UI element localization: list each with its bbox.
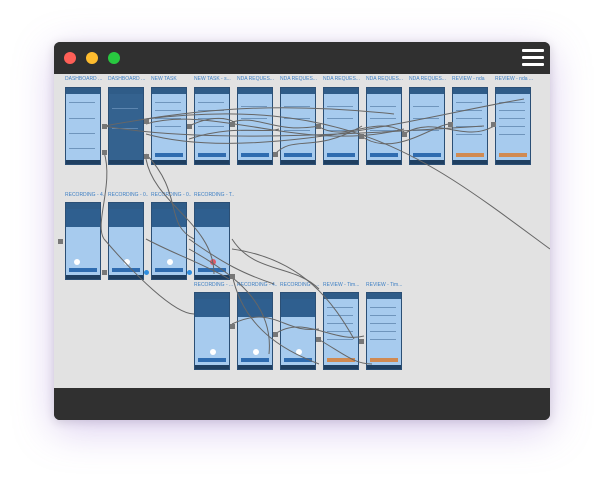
wire — [103, 125, 485, 137]
screen-review-time-1[interactable] — [323, 292, 359, 370]
screen-recording-2[interactable] — [108, 202, 144, 280]
screen-recording-5[interactable] — [194, 292, 230, 370]
connector-node[interactable] — [230, 122, 235, 127]
connector-node[interactable] — [144, 119, 149, 124]
wire — [145, 153, 195, 240]
screen-label: REVIEW - Tim... — [366, 282, 403, 288]
connector-node[interactable] — [102, 124, 107, 129]
wire — [103, 107, 395, 127]
wire — [317, 338, 373, 365]
screen-recording-1[interactable] — [65, 202, 101, 280]
screen-label: RECORDING - 4... — [237, 282, 277, 288]
wire — [231, 273, 320, 365]
connector-node[interactable] — [273, 152, 278, 157]
screen-label: NDA REQUES... — [237, 76, 274, 82]
screen-label: NDA REQUES... — [280, 76, 317, 82]
connector-node[interactable] — [448, 122, 453, 127]
connector-node[interactable] — [230, 324, 235, 329]
wire — [360, 123, 451, 145]
wire — [100, 151, 108, 240]
connector-node[interactable] — [359, 134, 364, 139]
connector-node[interactable] — [273, 332, 278, 337]
hamburger-menu-icon[interactable] — [522, 49, 544, 67]
wire — [145, 98, 525, 144]
screen-recording-7[interactable] — [280, 292, 316, 370]
screen-dashboard-1[interactable] — [65, 87, 101, 165]
wire — [188, 248, 270, 355]
screen-nda-request-3[interactable] — [323, 87, 359, 165]
app-window: DASHBOARD ... DASHBOARD ... NEW TASK NEW… — [54, 42, 550, 420]
connector-node[interactable] — [491, 122, 496, 127]
maximize-button[interactable] — [108, 52, 120, 64]
connector-node[interactable] — [144, 154, 149, 159]
wire — [188, 117, 235, 127]
screen-label: RECORDING - ... — [194, 282, 234, 288]
wire — [231, 238, 320, 290]
wire — [145, 238, 230, 280]
screen-label: NDA REQUES... — [366, 76, 403, 82]
wire — [145, 158, 215, 275]
wire — [188, 238, 275, 285]
screen-label: RECORDING - 4... — [65, 192, 105, 198]
screen-label: NEW TASK — [151, 76, 177, 82]
wire — [145, 113, 550, 250]
screen-review-time-2[interactable] — [366, 292, 402, 370]
connector-node[interactable] — [144, 270, 149, 275]
wire — [231, 119, 320, 129]
wire — [274, 326, 365, 338]
wire — [274, 125, 363, 155]
minimize-button[interactable] — [86, 52, 98, 64]
wire — [403, 125, 495, 135]
screen-label: REVIEW - nda — [452, 76, 485, 82]
screen-label: RECORDING - 0... — [108, 192, 148, 198]
connector-node[interactable] — [359, 339, 364, 344]
connector-node[interactable] — [230, 274, 235, 279]
screen-nda-request-5[interactable] — [409, 87, 445, 165]
wire — [145, 118, 405, 137]
screen-nda-request-1[interactable] — [237, 87, 273, 165]
screen-label: NDA REQUES... — [323, 76, 360, 82]
connector-node[interactable] — [102, 150, 107, 155]
bottom-bar — [54, 388, 550, 420]
connection-wires — [100, 98, 550, 365]
connector-node[interactable] — [187, 270, 192, 275]
screen-review-nda-2[interactable] — [495, 87, 531, 165]
wire — [317, 125, 405, 133]
screen-label: NDA REQUES... — [409, 76, 446, 82]
wire — [231, 248, 355, 340]
connector-node[interactable] — [316, 337, 321, 342]
title-bar — [54, 42, 550, 74]
connector-node[interactable] — [58, 239, 63, 244]
screen-label: REVIEW - nda ... — [495, 76, 534, 82]
screen-label: DASHBOARD ... — [108, 76, 146, 82]
connector-node[interactable] — [316, 124, 321, 129]
wire — [103, 238, 195, 315]
screen-label: NEW TASK - s... — [194, 76, 231, 82]
screen-label: RECORDING - 0... — [151, 192, 191, 198]
connector-node[interactable] — [187, 124, 192, 129]
close-button[interactable] — [64, 52, 76, 64]
screen-new-task-s[interactable] — [194, 87, 230, 165]
screen-dashboard-2[interactable] — [108, 87, 144, 165]
screen-label: RECORDING - T... — [194, 192, 234, 198]
prototype-canvas[interactable]: DASHBOARD ... DASHBOARD ... NEW TASK NEW… — [54, 74, 550, 388]
screen-label: RECORDING - ... — [280, 282, 320, 288]
connector-node[interactable] — [402, 132, 407, 137]
wire — [188, 128, 280, 140]
wire — [231, 316, 320, 331]
screen-label: DASHBOARD ... — [65, 76, 103, 82]
screen-new-task[interactable] — [151, 87, 187, 165]
connector-node[interactable] — [102, 270, 107, 275]
screen-recording-3[interactable] — [151, 202, 187, 280]
screen-label: REVIEW - Tim... — [323, 282, 360, 288]
